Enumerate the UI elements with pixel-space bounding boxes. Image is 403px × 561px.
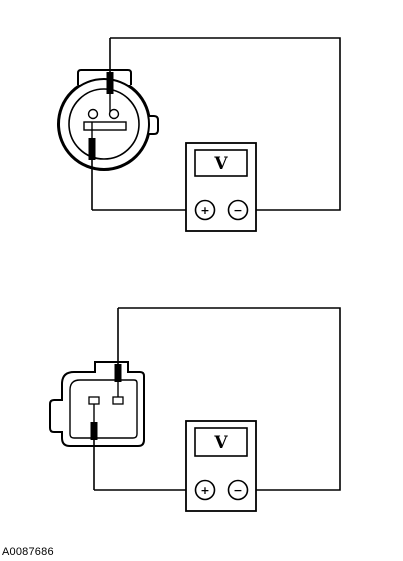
round-connector-pin-left <box>87 108 99 120</box>
bottom-voltmeter: V + − <box>185 420 257 512</box>
rectangular-connector-inner <box>69 379 138 439</box>
top-voltmeter: V + − <box>185 142 257 232</box>
round-connector-key <box>83 121 127 131</box>
top-voltmeter-display <box>194 149 248 177</box>
bottom-voltmeter-positive-terminal <box>194 479 216 501</box>
figure-id-label: A0087686 <box>2 546 54 558</box>
rectangular-connector <box>49 361 145 447</box>
bottom-voltmeter-negative-label: − <box>233 484 242 497</box>
bottom-panel: V + − <box>49 307 341 512</box>
top-panel: V + − <box>57 37 341 232</box>
top-voltmeter-positive-terminal <box>194 199 216 221</box>
top-voltmeter-negative-terminal <box>227 199 249 221</box>
bottom-voltmeter-display <box>194 427 248 457</box>
round-connector-pin-right <box>108 108 120 120</box>
bottom-voltmeter-positive-label: + <box>200 484 209 497</box>
top-voltmeter-negative-label: − <box>233 204 242 217</box>
top-voltmeter-unit: V <box>213 154 228 174</box>
top-negative-lead <box>110 37 341 211</box>
top-voltmeter-positive-label: + <box>200 204 209 217</box>
round-connector <box>57 69 159 171</box>
bottom-voltmeter-unit: V <box>213 433 228 453</box>
top-probe-lower <box>88 122 96 210</box>
rectangular-connector-pin-left <box>88 396 100 405</box>
bottom-probe-lower <box>90 404 98 490</box>
bottom-voltmeter-negative-terminal <box>227 479 249 501</box>
bottom-negative-lead <box>118 307 341 491</box>
bottom-probe-upper <box>114 308 122 397</box>
top-probe-upper <box>106 38 114 112</box>
rectangular-connector-pin-right <box>112 396 124 405</box>
